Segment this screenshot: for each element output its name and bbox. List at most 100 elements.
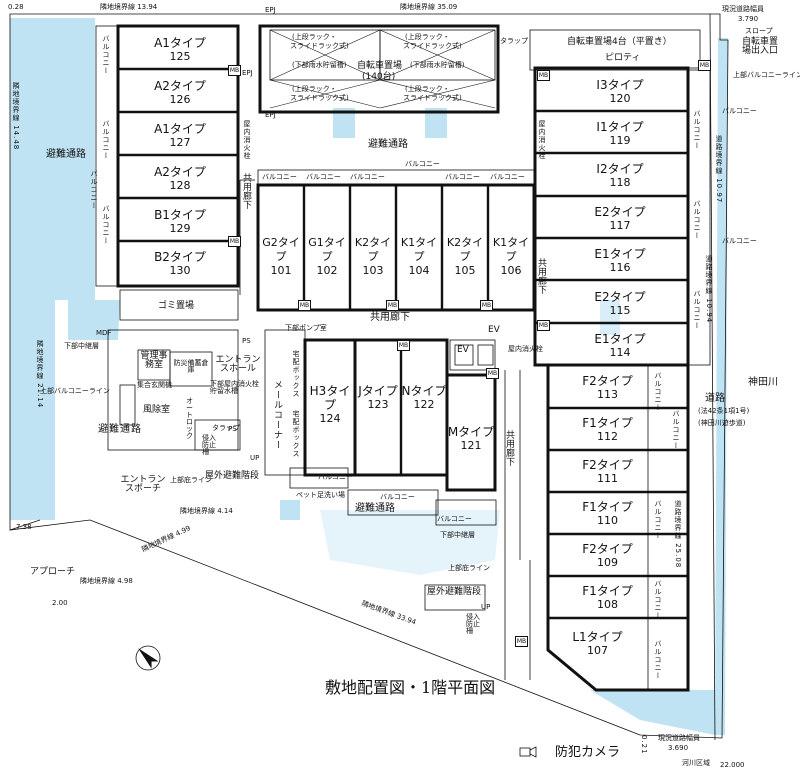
upper-eave-line-label-1: 上部庇ライン bbox=[170, 476, 212, 484]
balcony-right-v3: バルコニー bbox=[693, 290, 701, 330]
bike-top-label: 自転車置場4台（平置き） bbox=[567, 37, 672, 47]
mb-box: MB bbox=[486, 368, 499, 379]
boundary-right-1: 道路境界線 10.97 bbox=[715, 135, 723, 204]
balcony-mid-4: バルコニー bbox=[405, 160, 440, 168]
rack-label-4b: スライドラック式) bbox=[403, 94, 462, 102]
rack-label-1a: (上段ラック・ bbox=[292, 33, 337, 41]
planting-area-mid bbox=[600, 300, 620, 335]
piloti-label: ピロティ bbox=[605, 53, 641, 63]
boundary-bottom-2b: 2.00 bbox=[52, 599, 68, 607]
planting-courtyard-1 bbox=[333, 108, 355, 138]
balcony-right-2: バルコニー bbox=[722, 237, 757, 245]
outdoor-stairs-label-1: 屋外避難階段 bbox=[205, 471, 260, 481]
office-label: 管理事務室 bbox=[140, 351, 168, 370]
legend-camera-label: 防犯カメラ bbox=[555, 745, 621, 760]
delivery-label-2: 宅配ボックス bbox=[292, 410, 300, 458]
lower-pump-label: 下部ポンプ室 bbox=[285, 324, 327, 332]
boundary-bottom-1: 隣地境界線 4.14 bbox=[180, 507, 233, 515]
balcony-right-v2: バルコニー bbox=[693, 200, 701, 240]
balcony-mid-3: バルコニー bbox=[350, 173, 385, 181]
rain-tank-label-2: (下部雨水貯留槽) bbox=[410, 61, 465, 69]
upper-balcony-line-label-2: 上部バルコニーライン bbox=[733, 71, 800, 79]
camera-icon bbox=[519, 746, 537, 758]
intrusion-label-2: 侵入防止柵 bbox=[466, 613, 480, 635]
epj-label-3: EPJ bbox=[242, 69, 253, 77]
rack-label-3a: (上段ラック・ bbox=[292, 85, 337, 93]
north-arrow bbox=[135, 645, 161, 671]
corridor-label-center: 共用廊下 bbox=[506, 431, 517, 468]
balcony-mid-2: バルコニー bbox=[306, 173, 341, 181]
drawing-title: 敷地配置図・1階平面図 bbox=[325, 678, 496, 697]
corridor-label-mid: 共用廊下 bbox=[370, 312, 410, 323]
mb-box: MB bbox=[698, 60, 711, 71]
evac-label-left: 避難通路 bbox=[46, 149, 86, 160]
corridor-label-right: 共用廊下 bbox=[538, 259, 549, 296]
boundary-top-left: 0.28 bbox=[8, 3, 24, 11]
rack-label-4a: (上段ラック・ bbox=[405, 85, 450, 93]
balcony-left-1: バルコニー bbox=[102, 35, 110, 75]
balcony-br-v2: バルコニー bbox=[672, 410, 680, 450]
trap-label-2: タラップ bbox=[500, 37, 528, 45]
mb-box: MB bbox=[515, 636, 528, 647]
collective-entry-label: 集合玄関機 bbox=[137, 381, 172, 389]
outdoor-stairs-label-2: 屋外避難階段 bbox=[427, 587, 482, 597]
road-sub2: (神田川遊歩道) bbox=[698, 419, 746, 427]
mb-box: MB bbox=[228, 65, 241, 76]
mb-box: MB bbox=[537, 320, 550, 331]
rack-label-2a: (上段ラック・ bbox=[405, 33, 450, 41]
evac-label-bottom: 避難通路 bbox=[355, 503, 395, 514]
river-area-label: 河川区域 bbox=[682, 759, 710, 767]
rack-label-3b: スライドラック式) bbox=[290, 94, 349, 102]
disaster-label: 防災備蓄倉庫 bbox=[173, 359, 209, 374]
mb-box: MB bbox=[480, 300, 493, 311]
balcony-right-1: バルコニー bbox=[722, 107, 757, 115]
planting-area-left bbox=[10, 18, 120, 520]
epj-label-2: EPJ bbox=[265, 111, 276, 119]
mb-box: MB bbox=[537, 70, 550, 81]
ps-label-1: PS bbox=[242, 337, 251, 345]
slope-label: スロープ bbox=[745, 27, 773, 35]
up-label-1: UP bbox=[250, 454, 260, 462]
rain-tank-label-1: (下部雨水貯留槽) bbox=[292, 61, 347, 69]
fire-hydrant-label-2: 屋内消火栓 bbox=[243, 120, 251, 160]
fire-hydrant-label-3: 屋内消火栓 bbox=[538, 120, 546, 160]
pet-wash-label: ペット足洗い場 bbox=[296, 491, 345, 499]
approach-label: アプローチ bbox=[30, 567, 76, 577]
evac-label-sw: 避難通路 bbox=[98, 424, 142, 435]
ps-label-2: PS bbox=[228, 425, 237, 433]
boundary-right-bottom-val: 22.000 bbox=[720, 761, 745, 769]
corridor-label-left: 共用廊下 bbox=[243, 174, 254, 211]
planting-area-bottom bbox=[320, 510, 500, 575]
upper-balcony-line-label-1: 上部バルコニーライン bbox=[40, 387, 110, 395]
mb-box: MB bbox=[298, 300, 311, 311]
road-width-bottom: 現況道路幅員 bbox=[658, 734, 700, 742]
planting-area-bottom-right bbox=[590, 690, 715, 735]
road-width-top: 現況道路幅員 bbox=[722, 5, 764, 13]
bike-entry-label: 自転車置場出入口 bbox=[741, 37, 778, 56]
boundary-bottom-3: 隣地境界線 4.98 bbox=[80, 577, 133, 585]
balcony-mid-6: バルコニー bbox=[490, 173, 525, 181]
entrance-hall-label: エントランスホール bbox=[215, 355, 261, 374]
balcony-center-1: バルコニー bbox=[318, 473, 353, 481]
mb-box: MB bbox=[397, 340, 410, 351]
planting-area-right-strip bbox=[715, 38, 728, 735]
boundary-bottom-left: 7.38 bbox=[16, 523, 32, 531]
